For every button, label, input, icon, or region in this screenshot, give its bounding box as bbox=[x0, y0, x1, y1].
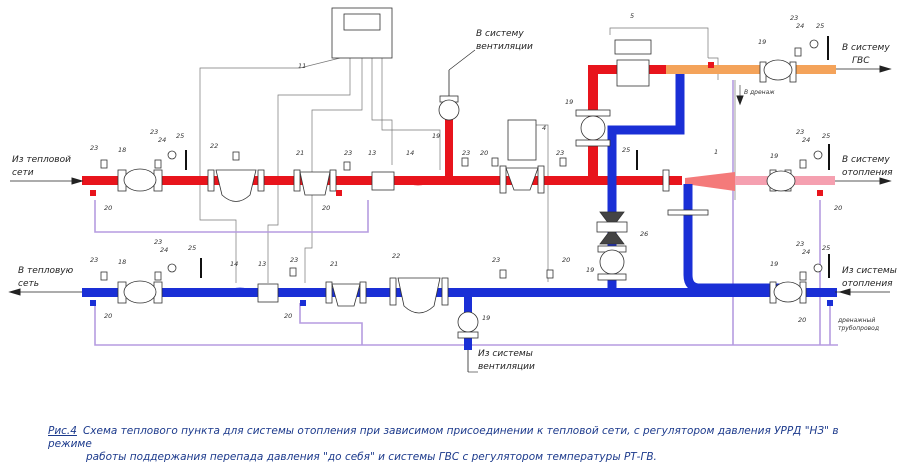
pos-25-e: 25 bbox=[822, 132, 830, 140]
pos-14-return: 14 bbox=[230, 260, 238, 268]
label-from-vent-2: вентиляции bbox=[478, 362, 535, 372]
pos-23-e: 23 bbox=[344, 149, 352, 157]
red-drain-fittings bbox=[90, 62, 823, 196]
pos-20-d: 20 bbox=[284, 312, 292, 320]
pos-25-c: 25 bbox=[622, 146, 630, 154]
label-to-vent-2: вентиляции bbox=[476, 42, 533, 52]
flow-labels: Из тепловой сети В тепловую сеть В систе… bbox=[12, 29, 897, 372]
label-drain-1: дренажный bbox=[837, 317, 875, 324]
caption-figure-number: Рис.4 bbox=[48, 425, 77, 437]
pos-23-j: 23 bbox=[790, 14, 798, 22]
pos-14-supply: 14 bbox=[406, 149, 414, 157]
gauges bbox=[100, 39, 823, 281]
pos-13-supply: 13 bbox=[368, 149, 376, 157]
pos-11: 11 bbox=[298, 62, 306, 70]
pos-24-e: 24 bbox=[802, 248, 810, 256]
pos-25-a: 25 bbox=[176, 132, 184, 140]
flow-arrows bbox=[8, 49, 892, 373]
pos-13-return: 13 bbox=[258, 260, 266, 268]
pos-20-f: 20 bbox=[562, 256, 570, 264]
heating-supply-pipe bbox=[685, 172, 835, 191]
pos-23-c: 23 bbox=[150, 128, 158, 136]
label-from-network-2: сети bbox=[12, 168, 34, 178]
pos-20-h: 20 bbox=[798, 316, 806, 324]
pos-24-b: 24 bbox=[160, 246, 168, 254]
pos-1: 1 bbox=[714, 148, 718, 156]
label-to-dhw-2: ГВС bbox=[852, 56, 870, 66]
pos-23-f: 23 bbox=[290, 256, 298, 264]
pos-19-riser: 19 bbox=[565, 98, 573, 106]
pos-26: 26 bbox=[640, 230, 648, 238]
label-to-heating-1: В систему bbox=[842, 155, 890, 165]
equipment bbox=[117, 39, 807, 339]
pos-23-h: 23 bbox=[492, 256, 500, 264]
pos-23-d: 23 bbox=[154, 238, 162, 246]
pos-25-b: 25 bbox=[188, 244, 196, 252]
label-from-vent-1: Из системы bbox=[478, 349, 533, 359]
caption-text-2: работы поддержания перепада давления "до… bbox=[86, 451, 657, 463]
pos-20-c: 20 bbox=[104, 312, 112, 320]
pos-24-d: 24 bbox=[802, 136, 810, 144]
label-to-network-2: сеть bbox=[18, 279, 39, 289]
pos-19-return: 19 bbox=[586, 266, 594, 274]
pos-25-d: 25 bbox=[816, 22, 824, 30]
pos-19-dhw: 19 bbox=[758, 38, 766, 46]
dhw-pipe bbox=[666, 65, 836, 74]
drain-lines bbox=[94, 80, 838, 346]
pos-20-a: 20 bbox=[104, 204, 112, 212]
label-to-heating-2: отопления bbox=[842, 168, 893, 178]
pos-23-g: 23 bbox=[462, 149, 470, 157]
pos-19-heating: 19 bbox=[770, 152, 778, 160]
label-from-network-1: Из тепловой bbox=[12, 155, 71, 165]
pos-24-a: 24 bbox=[158, 136, 166, 144]
pos-23-l: 23 bbox=[796, 240, 804, 248]
pos-18-return: 18 bbox=[118, 258, 126, 266]
label-drain-2: трубопровод bbox=[838, 325, 879, 332]
return-pipe bbox=[82, 74, 837, 350]
pos-23-k: 23 bbox=[796, 128, 804, 136]
pos-19-vent: 19 bbox=[432, 132, 440, 140]
blue-drain-fittings bbox=[90, 300, 833, 306]
position-numbers: 1 4 5 11 13 13 14 14 18 18 19 19 19 19 1… bbox=[90, 12, 842, 324]
label-to-drain: В дренаж bbox=[744, 89, 775, 96]
label-from-heating-2: отопления bbox=[842, 279, 893, 289]
pos-25-f: 25 bbox=[822, 244, 830, 252]
heating-substation-diagram: Из тепловой сети В тепловую сеть В систе… bbox=[8, 7, 897, 373]
pos-23-b: 23 bbox=[90, 256, 98, 264]
caption-text-1: Схема теплового пункта для системы отопл… bbox=[48, 425, 839, 450]
pos-20-g: 20 bbox=[834, 204, 842, 212]
pos-24-c: 24 bbox=[796, 22, 804, 30]
pos-5: 5 bbox=[630, 12, 634, 20]
controller-box bbox=[331, 7, 393, 59]
label-to-network-1: В тепловую bbox=[18, 266, 74, 276]
pos-22-supply: 22 bbox=[210, 142, 218, 150]
pos-19-vent-return: 19 bbox=[482, 314, 490, 322]
pos-21-return: 21 bbox=[330, 260, 338, 268]
pos-4: 4 bbox=[542, 124, 546, 132]
pos-21-supply: 21 bbox=[296, 149, 304, 157]
label-to-dhw-1: В систему bbox=[842, 43, 890, 53]
pos-22-return: 22 bbox=[392, 252, 400, 260]
label-to-vent-1: В систему bbox=[476, 29, 524, 39]
pos-19-heating-return: 19 bbox=[770, 260, 778, 268]
pos-18-supply: 18 bbox=[118, 146, 126, 154]
thermometers bbox=[185, 36, 830, 278]
pos-20-e: 20 bbox=[480, 149, 488, 157]
pos-20-b: 20 bbox=[322, 204, 330, 212]
pos-23-a: 23 bbox=[90, 144, 98, 152]
caption-line-2: работы поддержания перепада давления "до… bbox=[48, 451, 868, 464]
pos-23-i: 23 bbox=[556, 149, 564, 157]
label-from-heating-1: Из системы bbox=[842, 266, 897, 276]
